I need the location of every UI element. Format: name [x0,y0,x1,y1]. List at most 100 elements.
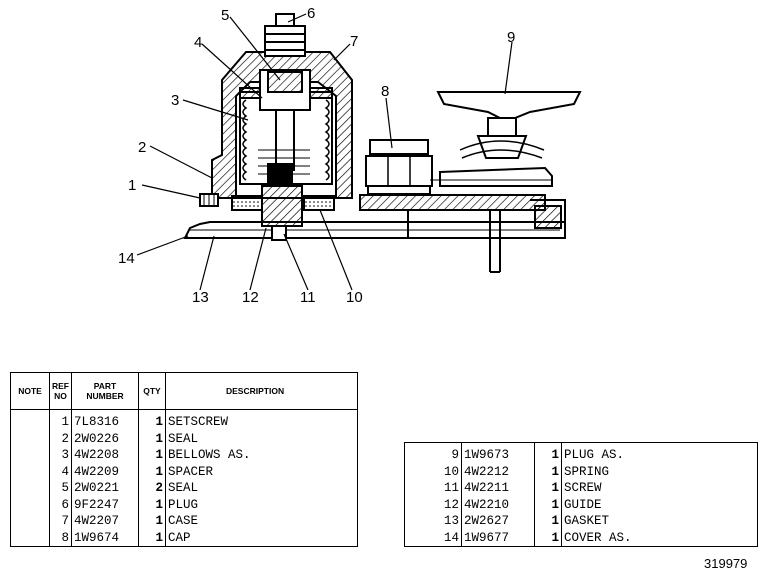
callout-8: 8 [381,83,389,100]
part-number-cell: 4W2212 [461,463,535,480]
ref-cell: 12 [404,496,462,513]
description-cell: SEAL [168,431,199,446]
part-number-cell: 2W2627 [461,513,535,530]
callout-3: 3 [171,92,179,109]
plug-assembly [430,91,582,187]
description-cell: PLUG [168,497,199,512]
qty-cell: 1 [534,513,562,530]
note-cell [10,496,50,513]
qty-cell: 1 [138,496,166,513]
part-number-cell: 4W2208 [71,447,139,464]
header-part-number: PART NUMBER [71,372,139,410]
note-cell [10,447,50,464]
description-cell: BELLOWS AS. [168,448,251,462]
qty-cell: 2 [138,480,166,497]
qty-cell: 1 [534,480,562,497]
qty-cell: 1 [138,463,166,480]
qty-cell: 1 [138,447,166,464]
callout-14: 14 [118,250,135,267]
description-cell: GUIDE [564,497,602,512]
part-number-cell: 2W0226 [71,430,139,447]
description-cell: PLUG AS. [564,448,625,462]
part-number-cell: 9F2247 [71,496,139,513]
header-qty: QTY [138,372,166,410]
ref-cell: 10 [404,463,462,480]
header-note: NOTE [10,372,50,410]
part-number-cell: 1W9674 [71,529,139,547]
description-cell: SETSCREW [168,415,229,429]
ref-cell: 8 [49,529,72,547]
description-cell: GASKET [564,514,610,528]
callout-12: 12 [242,289,259,306]
description-cell: SCREW [564,481,602,495]
note-cell [10,463,50,480]
qty-cell: 1 [138,430,166,447]
callout-2: 2 [138,139,146,156]
qty-cell: 1 [138,409,166,431]
note-cell [10,513,50,530]
part-number-cell: 4W2207 [71,513,139,530]
callout-10: 10 [346,289,363,306]
part-number-cell: 7L8316 [71,409,139,431]
exploded-view-drawing: 1 2 3 4 5 6 7 8 9 10 11 12 13 14 [118,5,582,306]
qty-cell: 1 [534,442,562,464]
callout-4: 4 [194,34,202,51]
part-number-cell: 4W2210 [461,496,535,513]
description-cell: CASE [168,514,199,528]
description-cell: COVER AS. [564,530,632,545]
description-cell: CAP [168,530,191,545]
callout-13: 13 [192,289,209,306]
note-cell [10,430,50,447]
ref-cell: 14 [404,529,462,547]
leader-lines [136,13,513,291]
description-cell: SEAL [168,481,199,495]
part-number-cell: 4W2211 [461,480,535,497]
callout-labels: 1 2 3 4 5 6 7 8 9 10 11 12 13 14 [118,5,515,306]
part-number-cell: 4W2209 [71,463,139,480]
qty-cell: 1 [138,513,166,530]
qty-cell: 1 [534,463,562,480]
callout-11: 11 [300,289,316,306]
callout-1: 1 [128,177,136,194]
callout-9: 9 [507,29,515,46]
ref-cell: 4 [49,463,72,480]
ref-cell: 6 [49,496,72,513]
qty-cell: 1 [138,529,166,547]
cap-nut [365,139,433,195]
callout-7: 7 [350,33,358,50]
ref-cell: 3 [49,447,72,464]
description-cell: SPRING [564,464,610,479]
part-number-cell: 2W0221 [71,480,139,497]
note-cell [10,480,50,497]
note-cell [10,529,50,547]
callout-5: 5 [221,7,229,24]
figure-number: 319979 [704,556,748,571]
header-ref: REF NO [49,372,72,410]
ref-cell: 2 [49,430,72,447]
note-cell [10,409,50,431]
parts-table-left: NOTE REF NO PART NUMBER QTY DESCRIPTION … [10,372,358,547]
table-header-row: NOTE REF NO PART NUMBER QTY DESCRIPTION [10,372,358,410]
part-number-cell: 1W9677 [461,529,535,547]
qty-cell: 1 [534,496,562,513]
ref-cell: 13 [404,513,462,530]
description-cell: SPACER [168,464,214,479]
callout-6: 6 [307,5,315,22]
qty-cell: 1 [534,529,562,547]
ref-cell: 1 [49,409,72,431]
part-number-cell: 1W9673 [461,442,535,464]
